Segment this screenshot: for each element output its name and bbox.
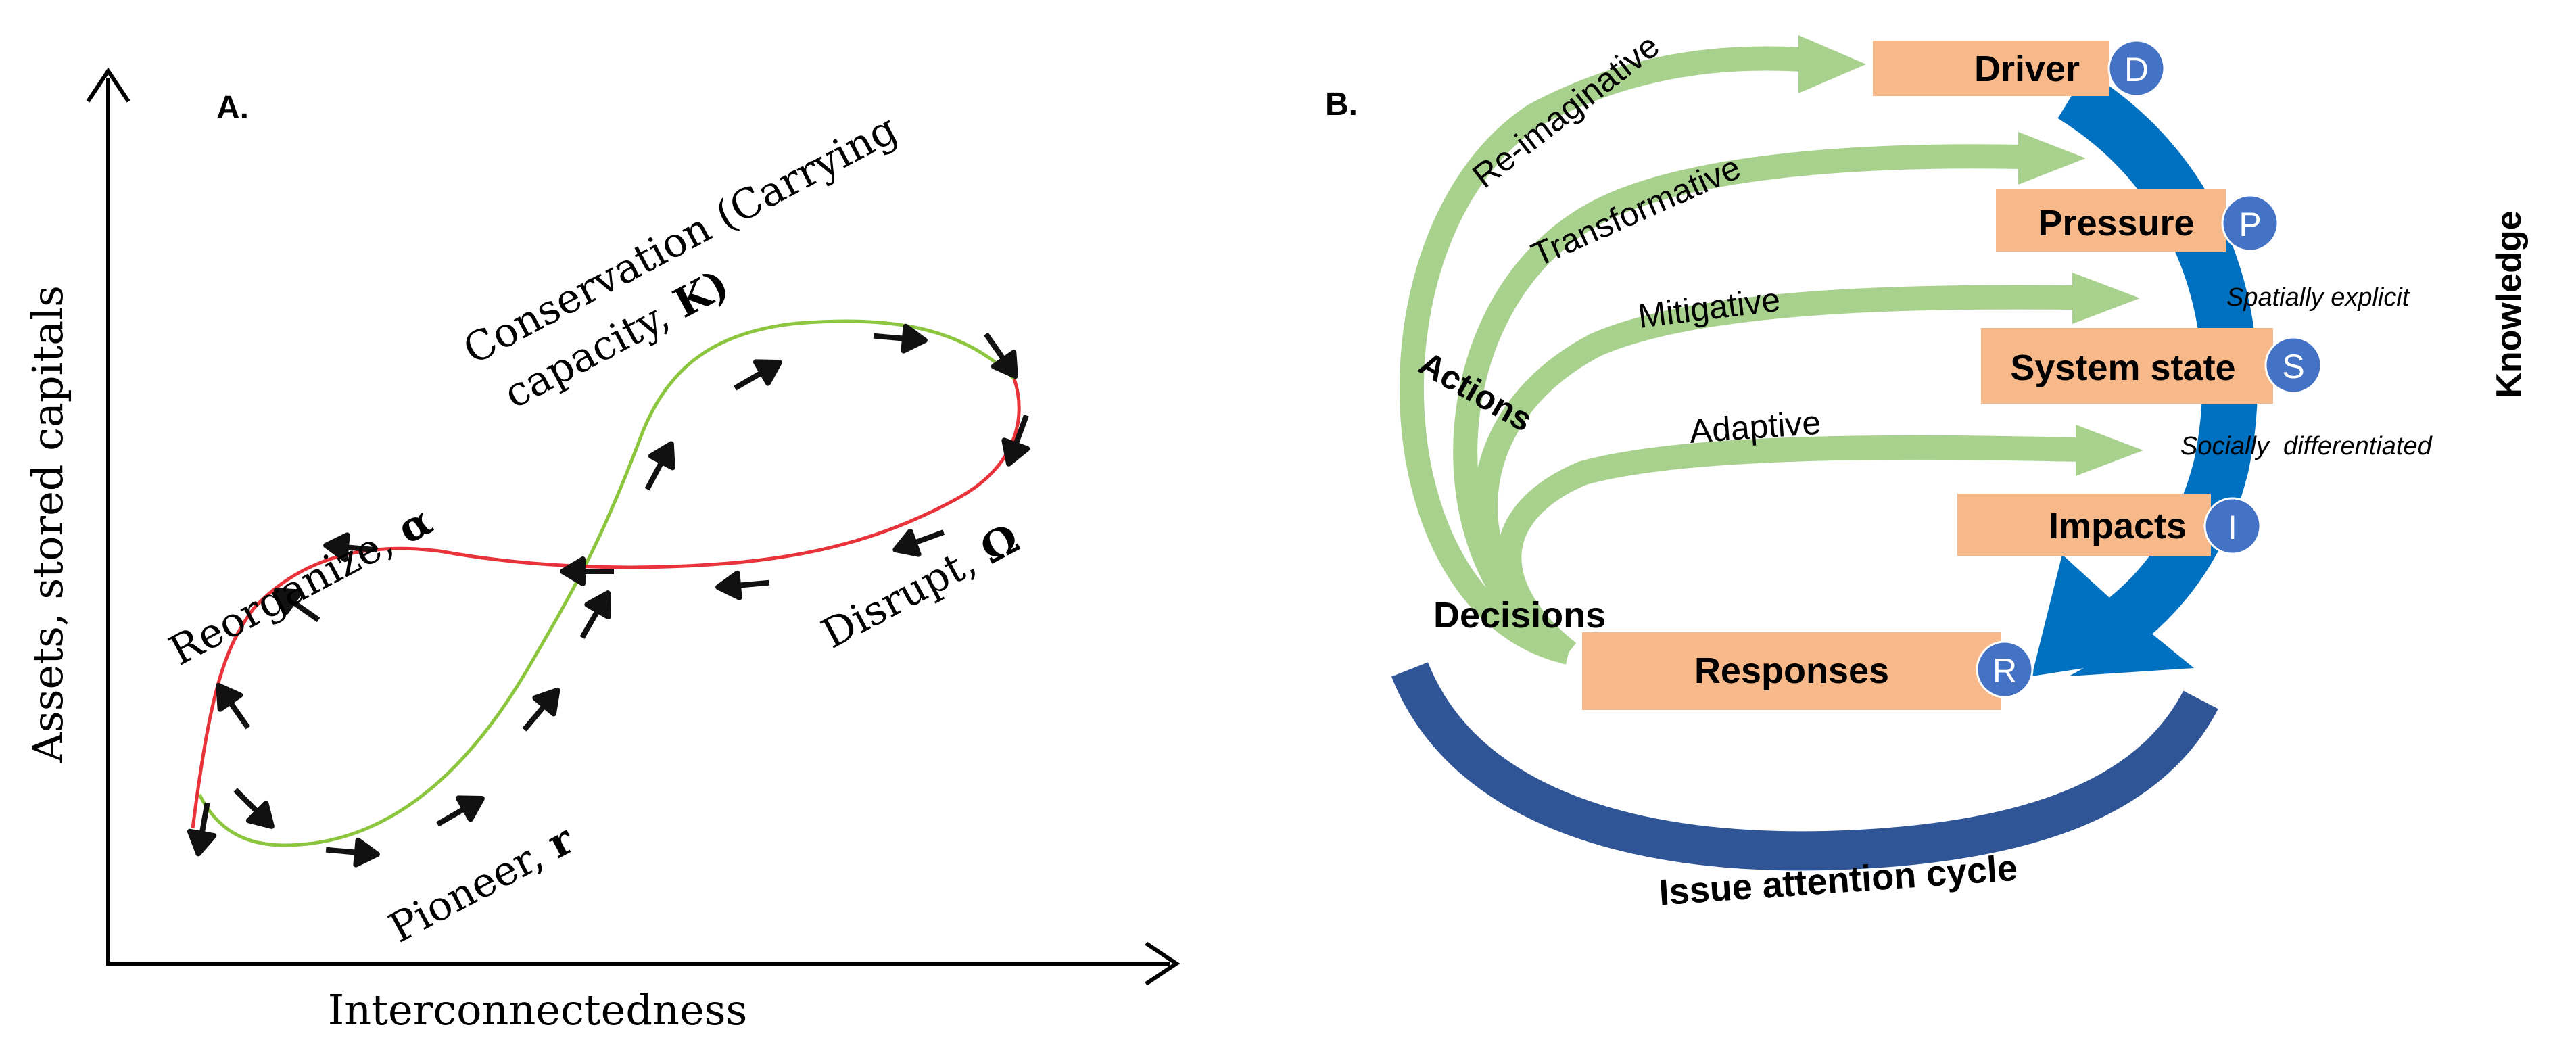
pressure-box: Pressure P [1996,189,2279,252]
system-state-box: System state S [1981,328,2322,404]
loop-arrow-icon [216,682,251,730]
driver-label: Driver [1974,49,2080,89]
loop-arrow-icon [873,323,928,354]
loop-arrow-icon [522,687,560,732]
knowledge-label: Knowledge [2489,210,2529,398]
loop-arrow-icon [1001,414,1030,467]
impacts-label: Impacts [2049,506,2187,546]
loop-arrow-icon [436,795,485,827]
dpsir-flow-arrow [2032,71,2258,676]
loop-arrow-icon [983,332,1018,379]
driver-circle [2107,39,2166,97]
decisions-label: Decisions [1433,595,1606,636]
action-arrows [1400,35,2143,665]
driver-letter: D [2124,51,2149,89]
responses-label: Responses [1694,650,1889,691]
x-axis-arrowhead [1145,941,1180,986]
pressure-circle [2221,194,2279,252]
impacts-box: Impacts I [1957,494,2262,556]
reimaginative-arrow [1400,35,1866,665]
responses-letter: R [1993,652,2017,690]
panel-b-label: B. [1325,87,1358,122]
panel-a-label: A. [216,90,249,126]
responses-circle [1976,640,2034,698]
conservation-label-line1: Conservation (Carrying [456,105,905,375]
socially-differentiated-label: Socially differentiated [2180,432,2433,460]
loop-arrow-icon [273,588,320,623]
panel-a: A. Interconnectedness Assets, stored cap… [23,67,1180,1035]
system-state-label: System state [2010,348,2235,388]
disrupt-label: Disrupt, Ω [814,515,1027,658]
release-curve [191,378,1021,829]
loop-arrow-icon [325,837,380,868]
system-state-circle [2264,336,2322,394]
y-axis-arrowhead [86,67,130,103]
transformative-label: Transformative [1526,148,1746,274]
pioneer-label: Pioneer, r [381,815,581,952]
loop-arrow-icon [187,802,217,857]
loop-arrow-icon [560,556,614,586]
mitigative-arrow [1473,273,2140,663]
issue-attention-arc [1391,662,2218,871]
loop-arrow-icon [323,532,378,563]
loop-arrow-icon [579,590,611,639]
system-state-letter: S [2282,348,2304,385]
loop-arrow-icon [892,528,945,557]
pressure-label: Pressure [2038,203,2194,243]
adaptive-label: Adaptive [1688,404,1822,450]
x-axis-label: Interconnectedness [328,985,748,1035]
responses-box: Responses R [1582,632,2034,710]
adaptive-arrow [1497,425,2143,663]
reimaginative-label: Re-imaginative [1465,26,1666,195]
impacts-circle [2203,497,2262,555]
impacts-letter: I [2228,508,2237,546]
loop-arrow-icon [734,359,782,391]
loop-arrow-icon [644,441,675,491]
driver-box: Driver D [1873,39,2166,97]
growth-curve [197,319,1016,847]
loop-arrow-icon [715,570,770,600]
loop-direction-arrows [187,323,1030,868]
pressure-letter: P [2239,206,2261,243]
reorganize-label: Reorganize, α [162,497,440,675]
panel-b: B. Issue attention cycle Re-ima [1325,26,2529,913]
y-axis-label: Assets, stored capitals [23,285,72,763]
loop-arrow-icon [233,788,275,829]
spatially-explicit-label: Spatially explicit [2226,283,2410,312]
